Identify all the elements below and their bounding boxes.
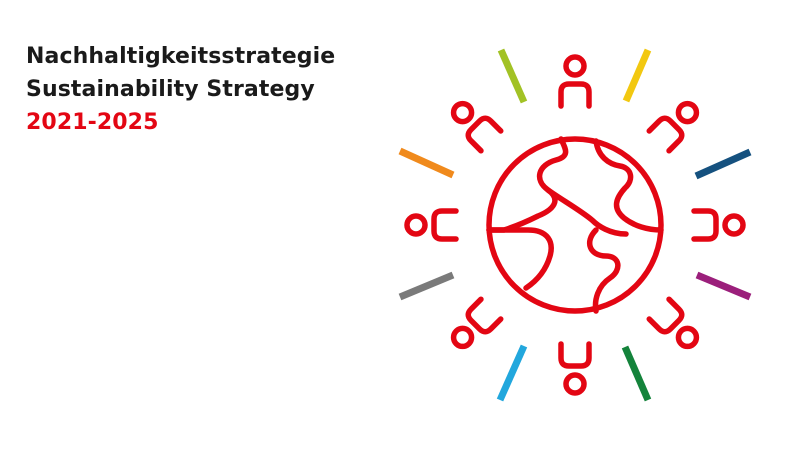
title-years: 2021-2025 (26, 110, 159, 135)
title-english: Sustainability Strategy (26, 77, 315, 102)
title-german: Nachhaltigkeitsstrategie (26, 44, 336, 69)
ray-orange (398, 147, 455, 179)
ray-purple (695, 271, 752, 301)
globe-with-people-icon (398, 48, 752, 402)
ray-grey (398, 271, 455, 301)
person-top-left (450, 100, 504, 154)
person-top (558, 54, 592, 109)
title-block: Nachhaltigkeitsstrategie Sustainability … (26, 40, 335, 139)
ray-yellow (622, 48, 652, 103)
person-bottom (558, 341, 592, 396)
person-bottom-left (450, 296, 504, 350)
ray-green (621, 345, 652, 402)
person-bottom-right (646, 296, 700, 350)
ray-lime (497, 48, 528, 104)
ray-light-blue (496, 344, 528, 402)
person-top-right (646, 100, 700, 154)
ray-dark-blue (694, 148, 752, 180)
person-left (404, 208, 459, 242)
person-right (691, 208, 746, 242)
